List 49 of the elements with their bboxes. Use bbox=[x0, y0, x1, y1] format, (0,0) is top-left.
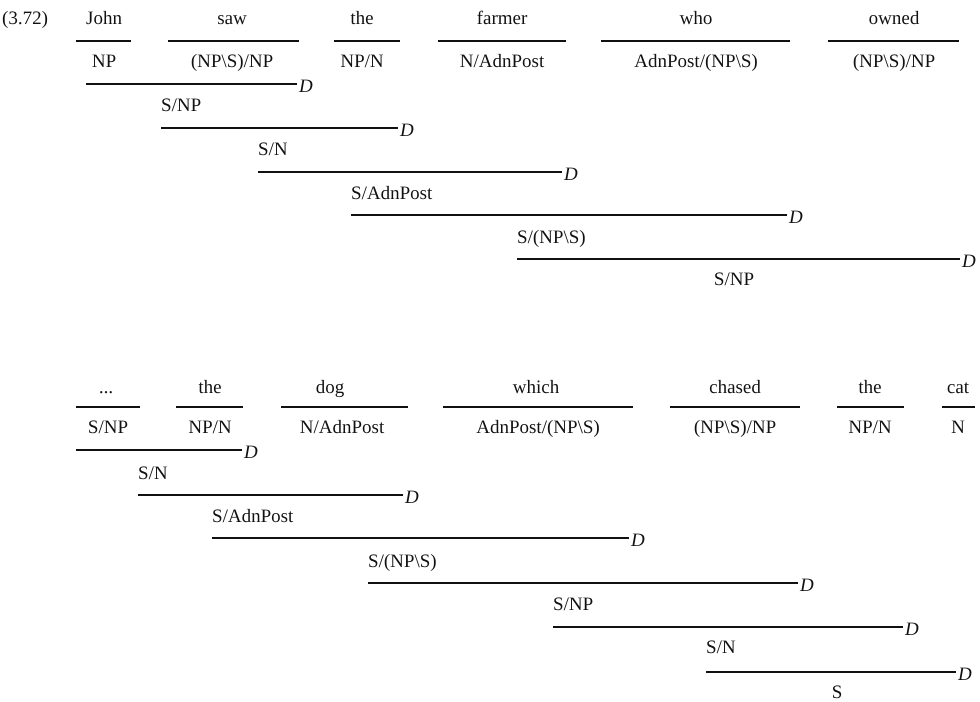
word-label: the bbox=[350, 8, 374, 30]
word-label: who bbox=[680, 8, 712, 30]
category-label: S/AdnPost bbox=[351, 183, 432, 205]
category-label: S/AdnPost bbox=[212, 506, 294, 528]
word-label: which bbox=[512, 377, 560, 399]
rule-label: D bbox=[564, 164, 578, 186]
category-label: (NP\S)/NP bbox=[852, 51, 936, 73]
category-label: S bbox=[832, 682, 842, 702]
category-label: AdnPost/(NP\S) bbox=[634, 51, 758, 73]
rule-label: D bbox=[789, 207, 803, 229]
category-label: S/N bbox=[258, 139, 288, 161]
category-label: S/(NP\S) bbox=[517, 227, 586, 249]
word-label: owned bbox=[868, 8, 920, 30]
word-label: the bbox=[198, 377, 222, 399]
category-label: AdnPost/(NP\S) bbox=[476, 417, 600, 439]
word-label: ... bbox=[98, 377, 114, 399]
category-label: S/NP bbox=[161, 95, 202, 117]
category-label: S/N bbox=[706, 637, 736, 659]
category-label: NP bbox=[92, 51, 116, 73]
category-label: S/(NP\S) bbox=[368, 551, 437, 573]
word-label: John bbox=[86, 8, 122, 30]
rule-label: D bbox=[800, 575, 814, 597]
rule-label: D bbox=[405, 487, 419, 509]
word-label: cat bbox=[946, 377, 970, 399]
category-label: N/AdnPost bbox=[300, 417, 384, 439]
category-label: NP/N bbox=[340, 51, 384, 73]
category-label: S/NP bbox=[714, 269, 754, 291]
category-label: S/NP bbox=[553, 594, 594, 616]
category-label: NP/N bbox=[848, 417, 892, 439]
example-number: (3.72) bbox=[2, 8, 48, 30]
word-label: saw bbox=[217, 8, 247, 30]
category-label: NP/N bbox=[188, 417, 232, 439]
rule-label: D bbox=[244, 442, 258, 464]
word-label: dog bbox=[316, 377, 344, 399]
rule-label: D bbox=[962, 251, 976, 273]
category-label: S/NP bbox=[88, 417, 128, 439]
rule-label: D bbox=[299, 76, 313, 98]
category-label: N/AdnPost bbox=[460, 51, 544, 73]
rule-label: D bbox=[958, 664, 972, 686]
category-label: (NP\S)/NP bbox=[694, 417, 776, 439]
word-label: farmer bbox=[476, 8, 528, 30]
category-label: (NP\S)/NP bbox=[190, 51, 274, 73]
category-label: N bbox=[951, 417, 965, 439]
category-label: S/N bbox=[138, 463, 168, 485]
word-label: chased bbox=[709, 377, 761, 399]
rule-label: D bbox=[631, 530, 645, 552]
word-label: the bbox=[858, 377, 882, 399]
rule-label: D bbox=[400, 120, 414, 142]
rule-label: D bbox=[905, 619, 919, 641]
